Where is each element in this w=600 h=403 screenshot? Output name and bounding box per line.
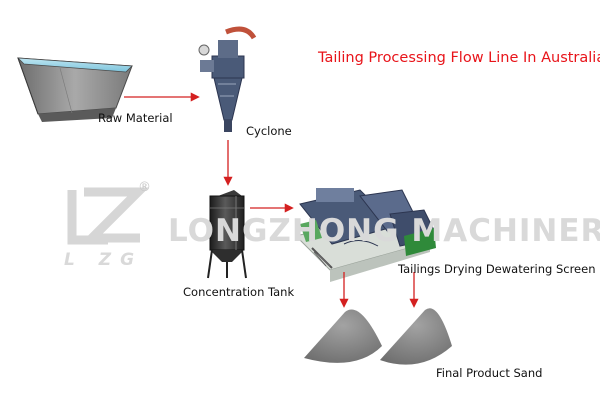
raw-material-hopper <box>16 57 133 122</box>
concentration-tank <box>207 190 247 279</box>
cyclone <box>198 26 257 132</box>
label-raw-material: Raw Material <box>98 111 173 125</box>
watermark-company-text: LONGZHONG MACHINERY <box>168 213 600 249</box>
diagram-title: Tailing Processing Flow Line In Australi… <box>318 50 600 66</box>
dewatering-screen <box>295 188 439 282</box>
watermark-logo-letters: L ZG <box>64 250 144 270</box>
label-dewatering-screen: Tailings Drying Dewatering Screen <box>398 262 596 276</box>
label-final-product-sand: Final Product Sand <box>436 366 543 380</box>
sand-pile-right <box>380 308 452 365</box>
watermark-registered-mark: ® <box>138 180 151 195</box>
sand-pile-left <box>304 309 382 363</box>
label-cyclone: Cyclone <box>246 124 292 138</box>
label-concentration-tank: Concentration Tank <box>183 285 295 299</box>
watermark-logo <box>67 187 149 245</box>
